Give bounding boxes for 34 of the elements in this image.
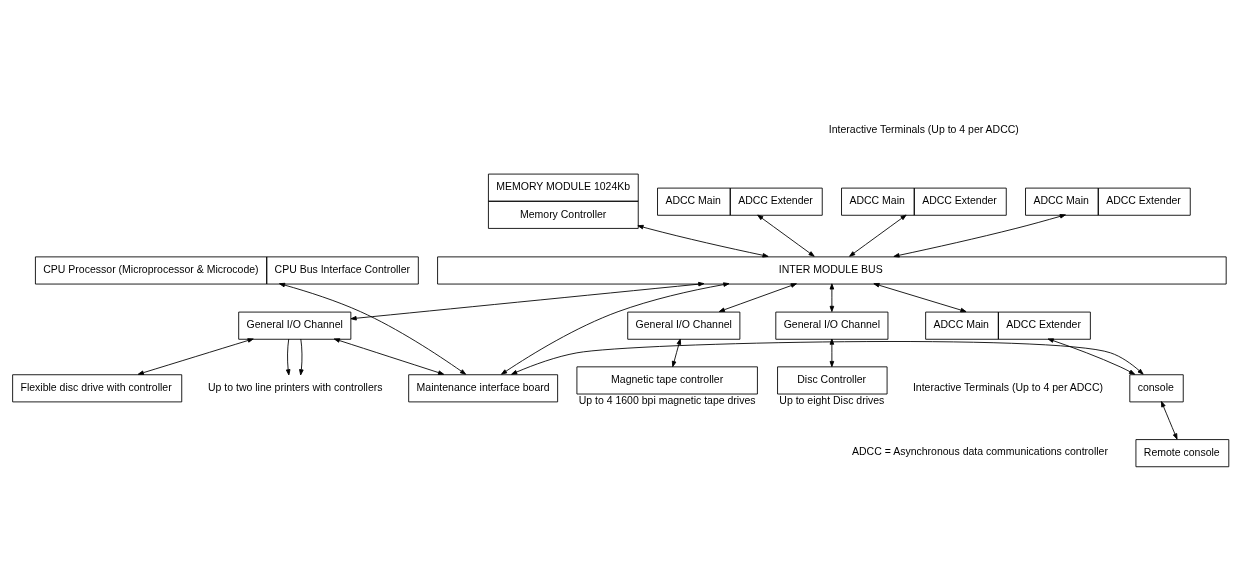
arrow <box>299 338 304 375</box>
node-box: General I/O Channel <box>627 311 741 340</box>
arrow <box>1047 337 1136 375</box>
node-box: Magnetic tape controller <box>576 365 758 394</box>
label: Interactive Terminals (Up to 4 per ADCC) <box>828 122 1019 135</box>
arrow <box>718 282 797 312</box>
arrow <box>1160 400 1178 440</box>
node-box: Flexible disc drive with controller <box>12 373 183 402</box>
arrow <box>829 282 835 312</box>
arrow <box>279 282 467 375</box>
node-box: Disc Controller <box>777 365 888 394</box>
arrow <box>829 338 835 367</box>
node-box: General I/O Channel <box>238 311 352 340</box>
label: ADCC = Asynchronous data communications controller <box>852 444 1108 457</box>
arrow <box>137 337 254 375</box>
node-label: Up to 4 1600 bpi magnetic tape drives <box>578 393 756 406</box>
arrow <box>501 281 730 375</box>
arrow <box>873 282 967 312</box>
node-box: Maintenance interface board <box>408 373 559 402</box>
arrow <box>757 214 815 257</box>
node-label: Up to eight Disc drives <box>779 393 885 406</box>
node-box: Remote console <box>1135 438 1230 467</box>
arrow <box>849 214 907 257</box>
node-box: General I/O Channel <box>775 311 889 340</box>
node-text: Up to two line printers with controllers <box>208 380 383 393</box>
arrow <box>333 337 445 375</box>
arrow <box>893 213 1066 258</box>
arrow <box>671 338 682 367</box>
arrow <box>285 338 291 375</box>
arrow <box>637 224 769 258</box>
node-box: console <box>1129 373 1184 402</box>
label: Interactive Terminals (Up to 4 per ADCC) <box>912 380 1103 393</box>
arrow <box>350 281 705 320</box>
arrow <box>511 340 1144 375</box>
